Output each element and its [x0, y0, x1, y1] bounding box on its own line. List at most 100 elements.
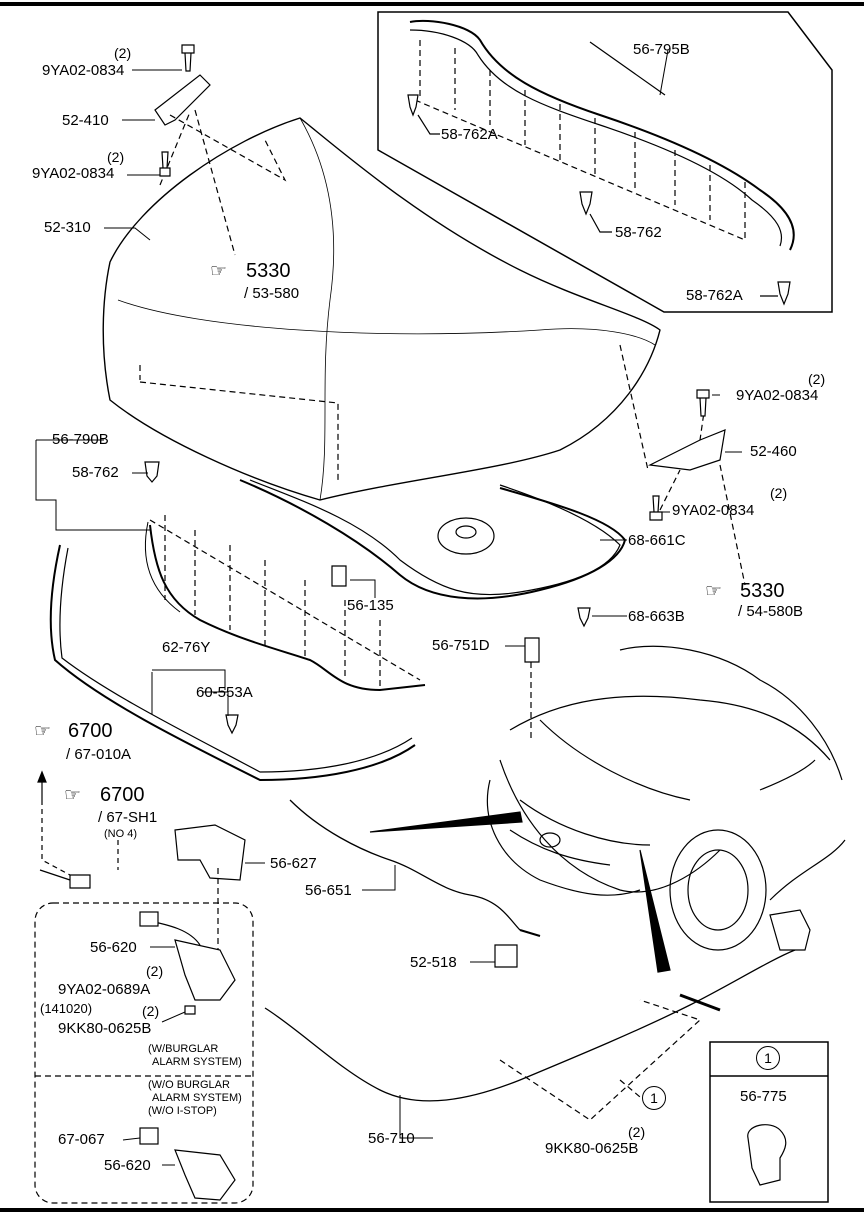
label-56-135: 56-135: [347, 597, 394, 614]
label-56-710: 56-710: [368, 1130, 415, 1147]
hood-52-310: [102, 117, 661, 501]
label-52-518: 52-518: [410, 954, 457, 971]
bracket-56-627: [174, 824, 246, 881]
ref-6700-b[interactable]: 6700: [100, 784, 145, 806]
label-9ya02-0834-d: 9YA02-0834: [672, 502, 755, 519]
label-9ya02-0834-b: 9YA02-0834: [32, 165, 115, 182]
clip-58-762-top-icon: [579, 191, 593, 216]
ref-5330-b[interactable]: 5330: [740, 580, 785, 602]
label-52-410: 52-410: [62, 112, 109, 129]
label-56-651: 56-651: [305, 882, 352, 899]
qty-9ya02-0834-c: (2): [808, 371, 826, 387]
ref-6700-b-note: (NO 4): [104, 828, 137, 840]
clip-68-663b-icon: [577, 607, 591, 628]
label-56-795b: 56-795B: [633, 41, 690, 58]
qty-9ya02-0689a: (2): [146, 963, 164, 979]
seal-56-790b: [149, 524, 426, 692]
latch-56-620-a: [174, 939, 236, 1001]
hinge-52-410: [154, 74, 211, 126]
label-58-762-top: 58-762: [615, 224, 662, 241]
qty-9kk80-0625b-a: (2): [142, 1003, 160, 1019]
inset-box-56-775: [709, 1041, 829, 1203]
connector-icon: [139, 911, 159, 927]
label-58-762-left: 58-762: [72, 464, 119, 481]
top-border: [0, 2, 864, 6]
label-67-067: 67-067: [58, 1131, 105, 1148]
ref-6700-a-sub: / 67-010A: [66, 746, 132, 763]
label-56-620-a: 56-620: [90, 939, 137, 956]
ref-5330-a-sub: / 53-580: [244, 285, 300, 302]
ref-6700-a[interactable]: 6700: [68, 720, 113, 742]
label-68-663b: 68-663B: [628, 608, 685, 625]
clip-58-762a-top-icon: [407, 94, 419, 117]
stopper-56-135-icon: [331, 565, 347, 587]
car-emblem: [539, 832, 561, 848]
hand-pointer-icon: ☞: [210, 261, 228, 282]
label-9kk80-0625b-b: 9KK80-0625B: [545, 1140, 639, 1157]
inset-marker-1: 1: [756, 1046, 780, 1070]
cable-56-710: [264, 949, 796, 1102]
ref-6700-b-sub: / 67-SH1: [98, 809, 158, 826]
label-9ya02-0834-c: 9YA02-0834: [736, 387, 819, 404]
clip-56-775-icon: [747, 1124, 787, 1186]
hinge-52-460: [647, 429, 726, 471]
label-68-661c: 68-661C: [628, 532, 686, 549]
label-56-620-b: 56-620: [104, 1157, 151, 1174]
qty-9ya02-0834-b: (2): [107, 149, 125, 165]
hood-inner-panel: [249, 479, 621, 596]
bumper-56-751d-icon: [524, 637, 540, 663]
weatherstrip-68-661c: [239, 479, 627, 600]
label-58-762a-top: 58-762A: [441, 126, 498, 143]
clip-58-762-left-icon: [144, 461, 160, 483]
latch-56-620-b: [174, 1149, 236, 1201]
bolt-9ya02-0834-a-icon: [181, 44, 195, 72]
hand-pointer-icon: ☞: [705, 581, 723, 602]
label-56-790b: 56-790B: [52, 431, 109, 448]
label-9ya02-0689a: 9YA02-0689A: [58, 981, 151, 998]
seal-inset-box: [377, 11, 833, 313]
label-58-762a-bot: 58-762A: [686, 287, 743, 304]
hand-pointer-icon: ☞: [64, 785, 82, 806]
bolt-9ya02-0834-c-icon: [696, 389, 710, 417]
label-52-310: 52-310: [44, 219, 91, 236]
qty-9ya02-0834-d: (2): [770, 485, 788, 501]
note-date: (141020): [40, 1001, 93, 1016]
label-56-751d: 56-751D: [432, 637, 490, 654]
hand-pointer-icon: ☞: [34, 721, 52, 742]
note-burglar-1: (W/BURGLAR: [148, 1043, 219, 1055]
hood-inner-hole: [437, 517, 495, 555]
note-noburglar-3: (W/O I-STOP): [148, 1105, 217, 1117]
label-56-775: 56-775: [740, 1088, 787, 1105]
latch-variants-box: [34, 902, 254, 1204]
car-wheel: [669, 829, 767, 951]
note-burglar-2: ALARM SYSTEM): [152, 1056, 242, 1068]
note-noburglar-2: ALARM SYSTEM): [152, 1092, 242, 1104]
qty-9ya02-0834-a: (2): [114, 45, 132, 61]
callout-marker-1: 1: [642, 1086, 666, 1110]
ref-5330-a[interactable]: 5330: [246, 260, 291, 282]
qty-9kk80-0625b-b: (2): [628, 1124, 646, 1140]
label-9ya02-0834-a: 9YA02-0834: [42, 62, 125, 79]
label-62-76y: 62-76Y: [162, 639, 211, 656]
bottom-border: [0, 1208, 864, 1212]
latch-bracket-top-right-icon: [769, 909, 811, 951]
label-56-627: 56-627: [270, 855, 317, 872]
bolt-9kk80-0625b-icon: [184, 1005, 196, 1015]
bolt-9ya02-0834-d-icon: [649, 495, 663, 521]
clip-60-553a-icon: [225, 714, 239, 735]
rear-seal-56-795b: [409, 19, 795, 251]
seal-62-76y: [49, 544, 416, 782]
switch-67-067-icon: [139, 1127, 159, 1145]
note-noburglar-1: (W/O BURGLAR: [148, 1079, 230, 1091]
cable-56-651: [289, 799, 521, 931]
label-52-460: 52-460: [750, 443, 797, 460]
arrow-black-right: [639, 849, 671, 973]
car-illustration: [486, 645, 846, 951]
latch-52-518-icon: [494, 944, 518, 968]
label-60-553a: 60-553A: [196, 684, 253, 701]
label-9kk80-0625b-a: 9KK80-0625B: [58, 1020, 152, 1037]
arrow-black-left: [369, 811, 523, 833]
bolt-9ya02-0834-b-icon: [159, 151, 171, 177]
ref-5330-b-sub: / 54-580B: [738, 603, 804, 620]
